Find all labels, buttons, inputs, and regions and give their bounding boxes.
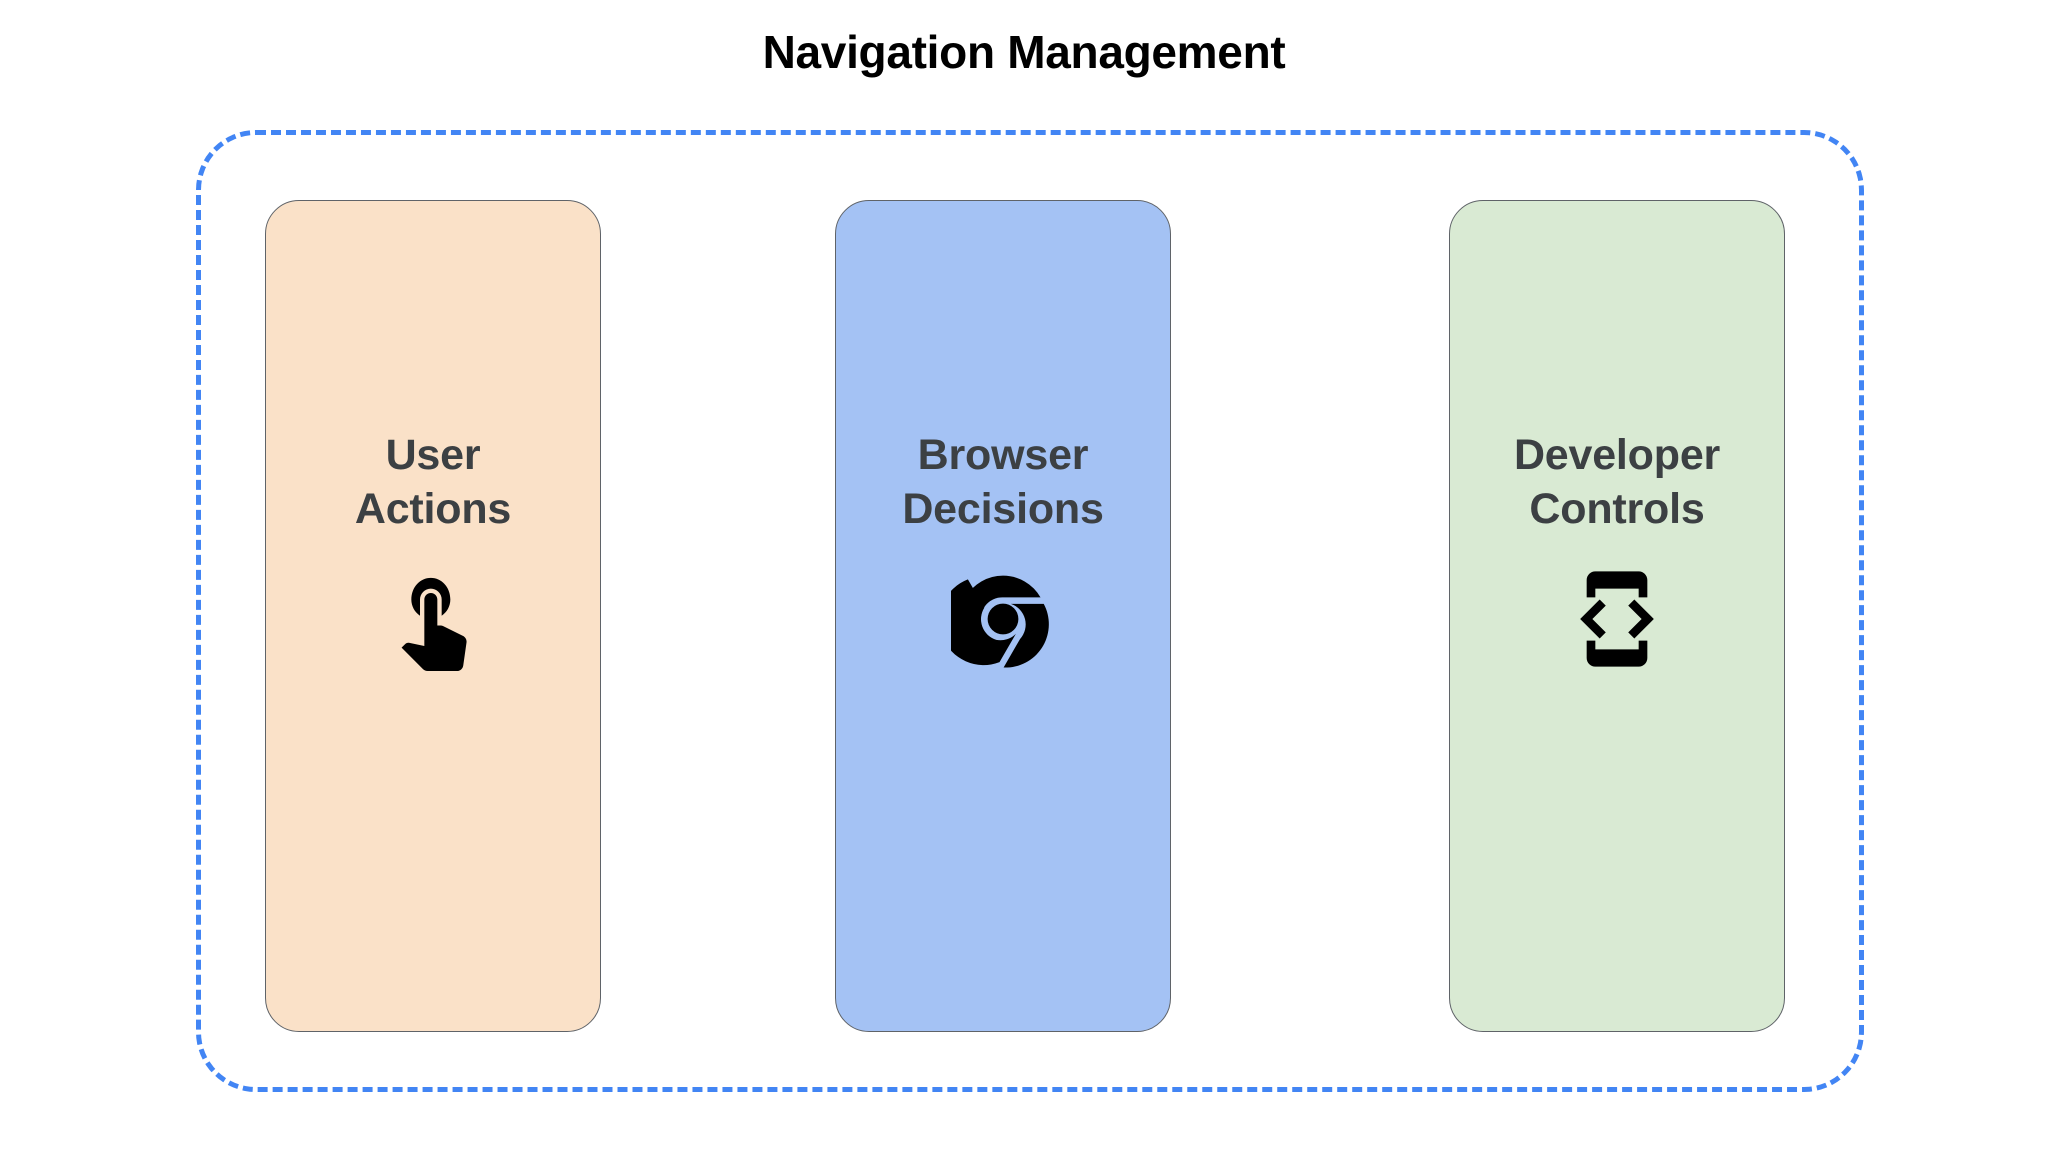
touch-app-icon — [381, 567, 485, 671]
card-developer-controls[interactable]: Developer Controls — [1449, 200, 1785, 1032]
card-browser-decisions-label: Browser Decisions — [902, 431, 1104, 533]
card-developer-controls-label: Developer Controls — [1513, 431, 1721, 533]
developer-mode-icon — [1565, 567, 1669, 671]
page-title: Navigation Management — [762, 26, 1286, 78]
card-row: User Actions Browser Decisions — [196, 130, 1864, 1092]
card-user-actions[interactable]: User Actions — [265, 200, 601, 1032]
chrome-logo-icon — [951, 567, 1055, 671]
card-browser-decisions[interactable]: Browser Decisions — [835, 200, 1171, 1032]
card-user-actions-label: User Actions — [354, 431, 512, 533]
navigation-boundary — [196, 130, 1864, 1092]
